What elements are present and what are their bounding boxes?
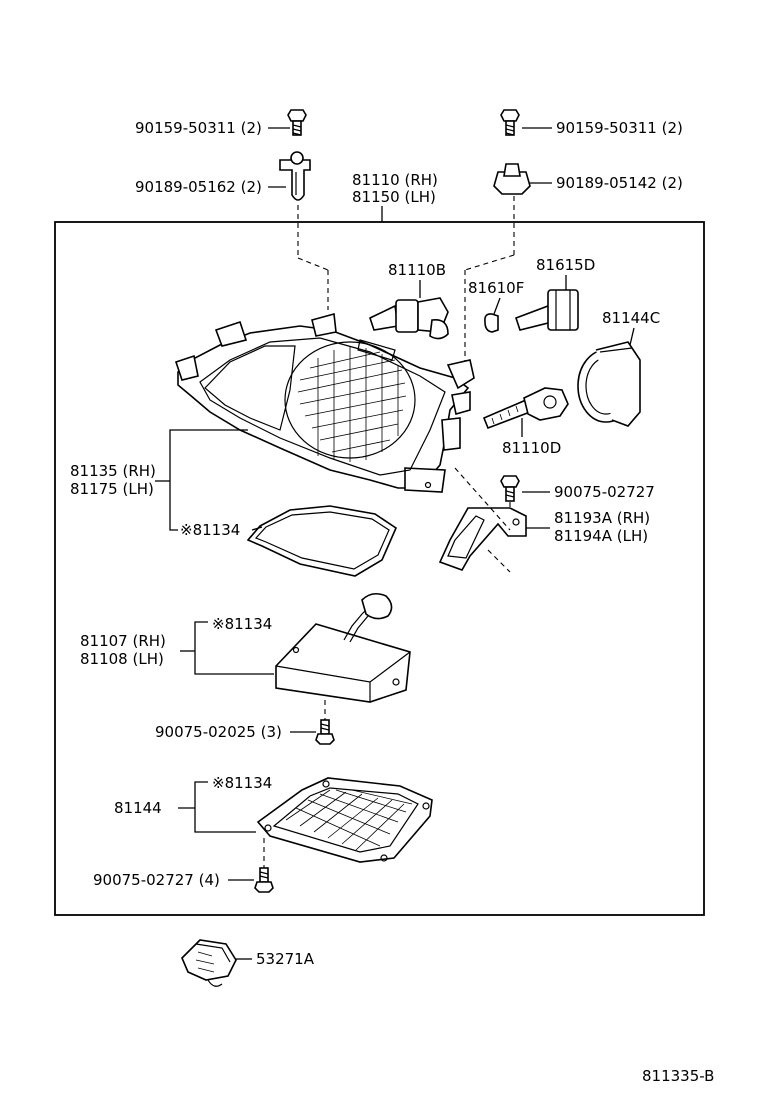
label-screw-bracket: 90075-02727 — [554, 483, 655, 501]
label-socket-d: 81615D — [536, 256, 595, 274]
headlamp-housing-icon — [174, 312, 475, 493]
label-lens-lh: 81175 (LH) — [70, 480, 154, 498]
screw-cover-icon — [254, 867, 274, 893]
label-screw-ballast: 90075-02025 (3) — [155, 723, 282, 741]
bulb-81110b-icon — [369, 297, 449, 340]
cover-81144c-icon — [577, 341, 641, 427]
bracket-icon — [438, 507, 527, 571]
label-lens-rh: 81135 (RH) — [70, 462, 156, 480]
label-screw-top-right: 90159-50311 (2) — [556, 119, 683, 137]
bulb-81610f-icon — [484, 313, 499, 333]
label-ballast-lh: 81108 (LH) — [80, 650, 164, 668]
label-headlamp-lh: 81150 (LH) — [352, 188, 436, 206]
lower-cover-icon — [256, 777, 433, 863]
label-headlamp-rh: 81110 (RH) — [352, 171, 438, 189]
clip-top-left-icon — [279, 151, 311, 201]
label-bracket-lh: 81194A (LH) — [554, 527, 648, 545]
label-clip-top-right: 90189-05142 (2) — [556, 174, 683, 192]
label-gasket-lens: ※81134 — [180, 521, 240, 539]
label-cover-144: 81144 — [114, 799, 162, 817]
ballast-icon — [275, 592, 411, 703]
label-gasket-cover: ※81134 — [212, 774, 272, 792]
label-bulb-b: 81110B — [388, 261, 446, 279]
label-screw-top-left: 90159-50311 (2) — [135, 119, 262, 137]
socket-81615d-icon — [514, 289, 579, 331]
label-connector: 53271A — [256, 950, 315, 968]
label-bulb-f: 81610F — [468, 279, 524, 297]
screw-top-left-icon — [287, 109, 307, 136]
screw-bracket-icon — [500, 475, 520, 502]
screw-ballast-icon — [315, 719, 335, 745]
label-gasket-ballast: ※81134 — [212, 615, 272, 633]
label-cover-c: 81144C — [602, 309, 660, 327]
label-ballast-rh: 81107 (RH) — [80, 632, 166, 650]
screw-top-right-icon — [500, 109, 520, 136]
label-screw-cover: 90075-02727 (4) — [93, 871, 220, 889]
bulb-81110d-icon — [482, 387, 569, 430]
label-bulb-d: 81110D — [502, 439, 561, 457]
label-clip-top-left: 90189-05162 (2) — [135, 178, 262, 196]
gasket-lens-icon — [246, 505, 398, 577]
connector-53271a-icon — [181, 939, 237, 987]
figure-id: 811335-B — [642, 1067, 714, 1085]
clip-top-right-icon — [493, 163, 531, 195]
assembly-frame — [54, 221, 705, 916]
label-bracket-rh: 81193A (RH) — [554, 509, 650, 527]
